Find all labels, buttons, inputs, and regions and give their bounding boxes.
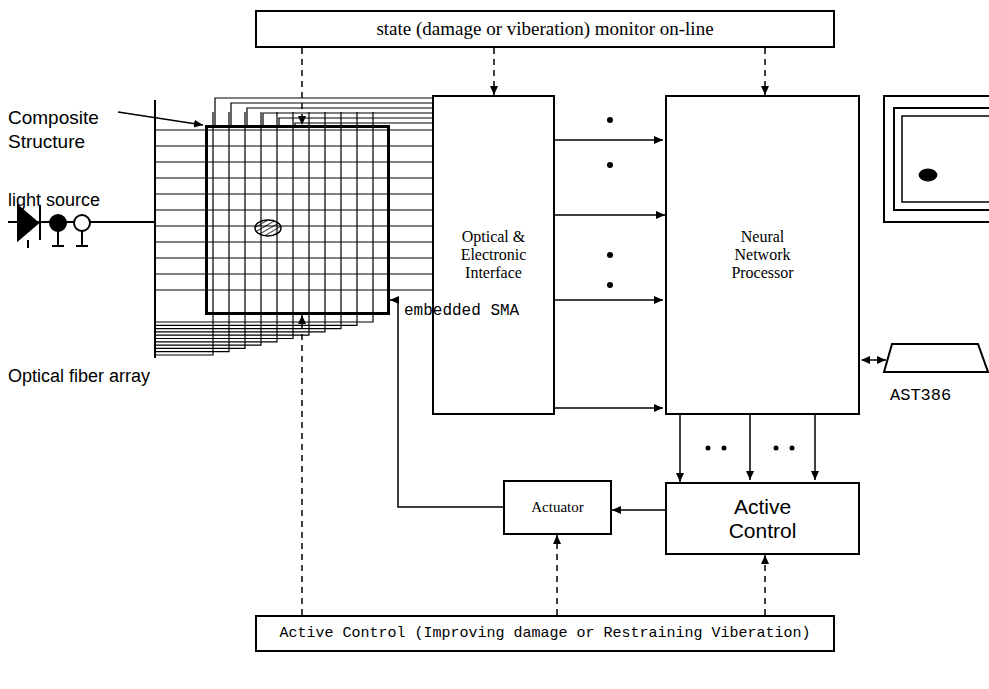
optical-fibers: [155, 98, 432, 355]
connector: [679, 415, 681, 482]
fiber-line: [247, 108, 432, 125]
connector: [764, 48, 766, 95]
fiber-line: [155, 112, 309, 335]
leader-arrow: [118, 112, 203, 125]
fiber-line: [263, 113, 432, 125]
fiber-line: [155, 112, 261, 345]
node-text: Composite Structure: [8, 106, 128, 154]
fiber-line: [215, 98, 432, 125]
control-box: Active Control: [665, 482, 860, 555]
node-text: Active Control: [708, 495, 818, 543]
connector: [555, 214, 665, 216]
node-text: Neural Network Processor: [717, 228, 809, 282]
connector: [556, 535, 558, 615]
composite-structure: Composite Structure: [205, 125, 390, 315]
fiber-line: [155, 129, 390, 130]
connector: [612, 509, 665, 511]
part-label: embedded SMA: [404, 302, 519, 320]
damage-spot: [255, 220, 281, 236]
fiber-line: [155, 112, 325, 332]
monitor-box: state (damage or viberation) monitor on-…: [255, 10, 835, 48]
fiber-line: [155, 112, 293, 339]
connector: [493, 48, 495, 95]
fiber-line: [155, 112, 373, 322]
link-arrow: [862, 359, 886, 361]
part-label: Optical fiber array: [8, 366, 150, 387]
interface-box: Optical & Electronic Interface: [432, 95, 555, 415]
fiber-array-bar: [154, 100, 156, 358]
connector: [390, 129, 432, 130]
connector: [764, 555, 766, 615]
fiber-line: [155, 112, 341, 329]
fiber-line: [155, 112, 229, 352]
processor-box: Neural Network Processor: [665, 95, 860, 415]
part-label: light source: [8, 190, 100, 211]
fiber-line: [155, 112, 357, 325]
node-text: Active Control (Improving damage or Rest…: [279, 625, 810, 642]
keyboard: [884, 344, 988, 372]
computer-monitor: [884, 96, 989, 222]
control-band: Active Control (Improving damage or Rest…: [255, 615, 835, 652]
connector: [301, 48, 303, 125]
light-source-symbol: [8, 206, 155, 248]
actuator-box: Actuator: [503, 480, 612, 535]
fiber-line: [231, 103, 432, 125]
node-text: state (damage or viberation) monitor on-…: [376, 18, 713, 40]
connector: [301, 315, 303, 615]
node-text: Actuator: [531, 499, 583, 516]
model-label: AST386: [890, 386, 951, 405]
node-text: Optical & Electronic Interface: [448, 228, 540, 282]
